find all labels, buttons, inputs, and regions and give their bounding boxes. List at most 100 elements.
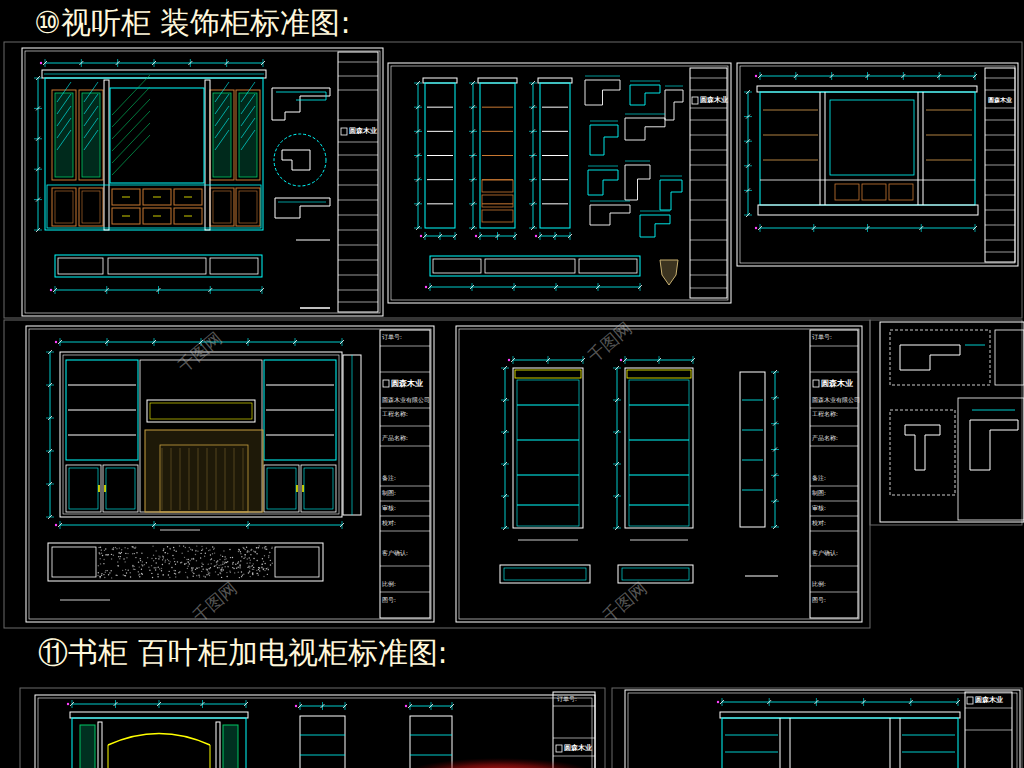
cad-line <box>380 516 430 517</box>
cad-line <box>410 735 452 736</box>
granite-speck <box>239 567 240 568</box>
cad-line <box>517 475 579 476</box>
cad-line <box>215 94 229 114</box>
granite-speck <box>201 566 202 567</box>
granite-speck <box>97 575 98 576</box>
cad-line <box>810 346 858 347</box>
cad-line <box>112 99 150 139</box>
cad-line <box>482 107 513 108</box>
cad-line <box>338 275 378 276</box>
granite-speck <box>103 559 104 560</box>
granite-speck <box>200 553 201 554</box>
cad-rect <box>26 326 434 622</box>
granite-speck <box>99 553 100 554</box>
granite-speck <box>258 574 259 575</box>
cad-line <box>767 700 771 704</box>
granite-speck <box>216 561 217 562</box>
granite-speck <box>250 576 251 577</box>
granite-speck <box>212 553 213 554</box>
granite-speck <box>127 548 128 549</box>
cad-rect <box>210 188 234 226</box>
cad-line <box>225 448 226 510</box>
granite-speck <box>188 565 189 566</box>
granite-speck <box>191 567 192 568</box>
granite-speck <box>206 569 207 570</box>
granite-speck <box>263 576 264 577</box>
cad-line <box>302 485 304 492</box>
cad-rect <box>456 326 862 622</box>
cad-rect <box>112 208 140 224</box>
granite-speck <box>253 563 254 564</box>
granite-speck <box>237 563 238 564</box>
granite-speck <box>221 568 222 569</box>
granite-speck <box>250 559 251 560</box>
granite-speck <box>125 575 126 576</box>
title-block-text: 产品名称: <box>812 436 838 442</box>
granite-speck <box>121 552 122 553</box>
cad-line <box>965 708 1012 709</box>
granite-speck <box>117 561 118 562</box>
cad-line <box>518 540 578 541</box>
cad-line <box>546 358 550 362</box>
cad-rect <box>740 372 765 527</box>
granite-speck <box>222 567 223 568</box>
cad-line <box>722 702 958 703</box>
granite-speck <box>110 570 111 571</box>
granite-speck <box>247 567 248 568</box>
cad-rect <box>72 718 246 768</box>
granite-speck <box>210 563 211 564</box>
cad-line <box>615 430 619 434</box>
granite-speck <box>225 558 226 559</box>
granite-speck <box>117 565 118 566</box>
granite-speck <box>251 549 252 550</box>
cad-rect <box>835 184 859 200</box>
title-block-text: 产品名称: <box>382 436 408 442</box>
cad-line <box>542 179 568 180</box>
cad-line <box>427 131 453 132</box>
dim-dot <box>55 341 57 343</box>
cad-rect <box>69 468 98 509</box>
cad-line <box>660 176 682 177</box>
cad-rect <box>210 258 258 274</box>
cad-line <box>690 150 727 151</box>
granite-speck <box>164 561 165 562</box>
cad-rect <box>995 330 1024 385</box>
cad-line <box>581 358 585 362</box>
granite-speck <box>173 570 174 571</box>
cad-line <box>380 566 430 567</box>
cad-line <box>244 702 248 706</box>
granite-speck <box>118 552 119 553</box>
cad-line <box>615 494 619 498</box>
cad-line <box>215 118 229 138</box>
granite-speck <box>235 564 236 565</box>
granite-speck <box>239 565 240 566</box>
cad-line <box>553 234 557 238</box>
granite-speck <box>113 547 114 548</box>
granite-speck <box>240 553 241 554</box>
cad-line <box>189 448 190 510</box>
cad-line <box>773 473 777 477</box>
cad-rect <box>692 97 698 104</box>
cad-rect <box>425 83 455 228</box>
granite-speck <box>198 567 199 568</box>
cad-line <box>321 704 325 708</box>
granite-speck <box>218 565 219 566</box>
granite-speck <box>157 574 158 575</box>
cad-line <box>690 200 727 201</box>
granite-speck <box>270 564 271 565</box>
granite-speck <box>107 554 108 555</box>
title-block-text: 圆森木业有限公司 <box>812 398 860 404</box>
cad-line <box>416 105 420 109</box>
granite-speck <box>101 553 102 554</box>
granite-speck <box>196 575 197 576</box>
granite-speck <box>264 555 265 556</box>
cad-rect <box>965 692 1012 768</box>
cad-line <box>84 106 98 126</box>
cad-rect <box>388 63 731 303</box>
cad-line <box>241 82 255 102</box>
granite-speck <box>202 564 203 565</box>
cad-line <box>810 372 858 373</box>
granite-speck <box>237 566 238 567</box>
cad-rect <box>108 258 206 274</box>
cad-line <box>207 448 208 510</box>
